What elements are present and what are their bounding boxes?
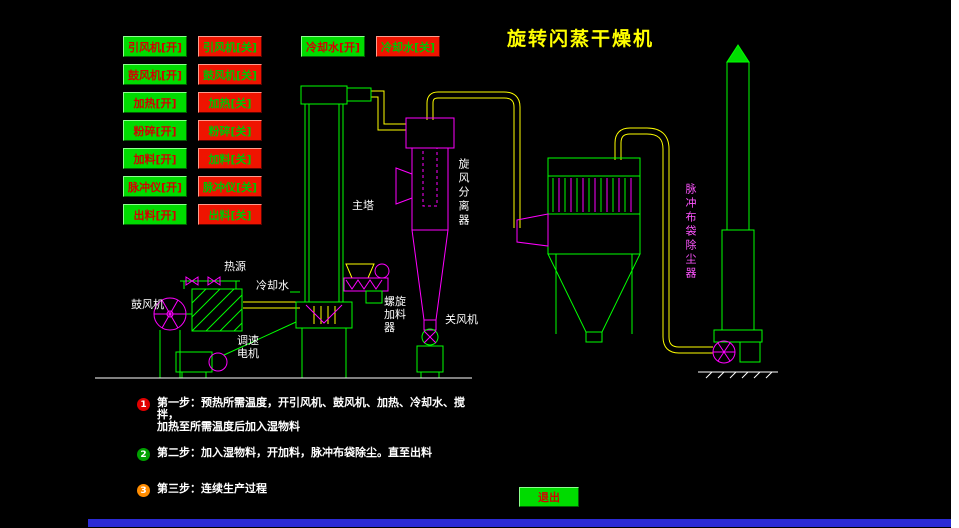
cooling-water-on-button[interactable]: 冷却水[开]	[301, 36, 365, 57]
cooling-water-label: 冷却水	[256, 279, 289, 292]
airlock-fan	[416, 328, 444, 378]
feeding-off-button[interactable]: 加料[关]	[198, 148, 262, 169]
step-3-text: 第三步：连续生产过程	[157, 482, 267, 495]
pulse-off-button[interactable]: 脉冲仪[关]	[198, 176, 262, 197]
cyclone-label: 旋风分离器	[457, 158, 470, 228]
blower-fan-on-button[interactable]: 鼓风机[开]	[123, 64, 187, 85]
step-2-text: 第二步：加入湿物料，开加料，脉冲布袋除尘。直至出料	[157, 446, 432, 459]
induced-draft-fan-off-button[interactable]: 引风机[关]	[198, 36, 262, 57]
tower-agitator	[305, 304, 343, 324]
tower-internals	[313, 306, 336, 324]
heating-on-button[interactable]: 加热[开]	[123, 92, 187, 113]
main-tower	[295, 85, 372, 378]
blower-label: 鼓风机	[131, 298, 164, 311]
blower-legs	[159, 313, 192, 378]
dust-collector	[547, 157, 641, 343]
dust-collector-inlet	[516, 213, 549, 247]
heating-off-button[interactable]: 加热[关]	[198, 92, 262, 113]
crushing-off-button[interactable]: 粉碎[关]	[198, 120, 262, 141]
floor-lines	[95, 371, 778, 379]
induced-draft-fan	[712, 340, 736, 364]
induced-draft-fan-on-button[interactable]: 引风机[开]	[123, 36, 187, 57]
airlock-fan-label: 关风机	[445, 313, 478, 326]
exhaust-stack	[713, 44, 763, 363]
heat-source-label: 热源	[224, 260, 246, 273]
pulse-on-button[interactable]: 脉冲仪[开]	[123, 176, 187, 197]
dust-collector-label: 脉冲布袋除尘器	[684, 183, 697, 281]
discharge-off-button[interactable]: 出料[关]	[198, 204, 262, 225]
step-2-badge: 2	[137, 448, 150, 461]
step-3-badge: 3	[137, 484, 150, 497]
step-1: 1 第一步：预热所需温度，开引风机、鼓风机、加热、冷却水、搅 拌， 加热至所需温…	[137, 397, 465, 433]
duct-pipes	[243, 90, 713, 354]
feeding-on-button[interactable]: 加料[开]	[123, 148, 187, 169]
main-tower-label: 主塔	[352, 199, 374, 212]
step-2: 2 第二步：加入湿物料，开加料，脉冲布袋除尘。直至出料	[137, 447, 432, 461]
speed-motor	[175, 321, 297, 378]
step-3: 3 第三步：连续生产过程	[137, 483, 267, 497]
bottom-taskbar-strip	[88, 519, 951, 527]
crushing-on-button[interactable]: 粉碎[开]	[123, 120, 187, 141]
discharge-on-button[interactable]: 出料[开]	[123, 204, 187, 225]
blower-fan	[153, 297, 187, 331]
exit-button[interactable]: 退出	[519, 487, 579, 507]
speed-motor-label: 调速电机	[237, 334, 259, 360]
screw-feeder-label: 螺旋加料器	[384, 295, 406, 334]
screw-feeder	[343, 263, 390, 304]
page-title: 旋转闪蒸干燥机	[507, 28, 655, 50]
pipe-valves	[185, 276, 221, 286]
step-1-badge: 1	[137, 398, 150, 411]
heat-source	[180, 280, 300, 332]
cyclone-separator	[395, 117, 455, 331]
blower-fan-off-button[interactable]: 鼓风机[关]	[198, 64, 262, 85]
step-1-text: 第一步：预热所需温度，开引风机、鼓风机、加热、冷却水、搅 拌， 加热至所需温度后…	[157, 396, 465, 433]
filter-bags	[552, 178, 632, 212]
cooling-water-off-button[interactable]: 冷却水[关]	[376, 36, 440, 57]
